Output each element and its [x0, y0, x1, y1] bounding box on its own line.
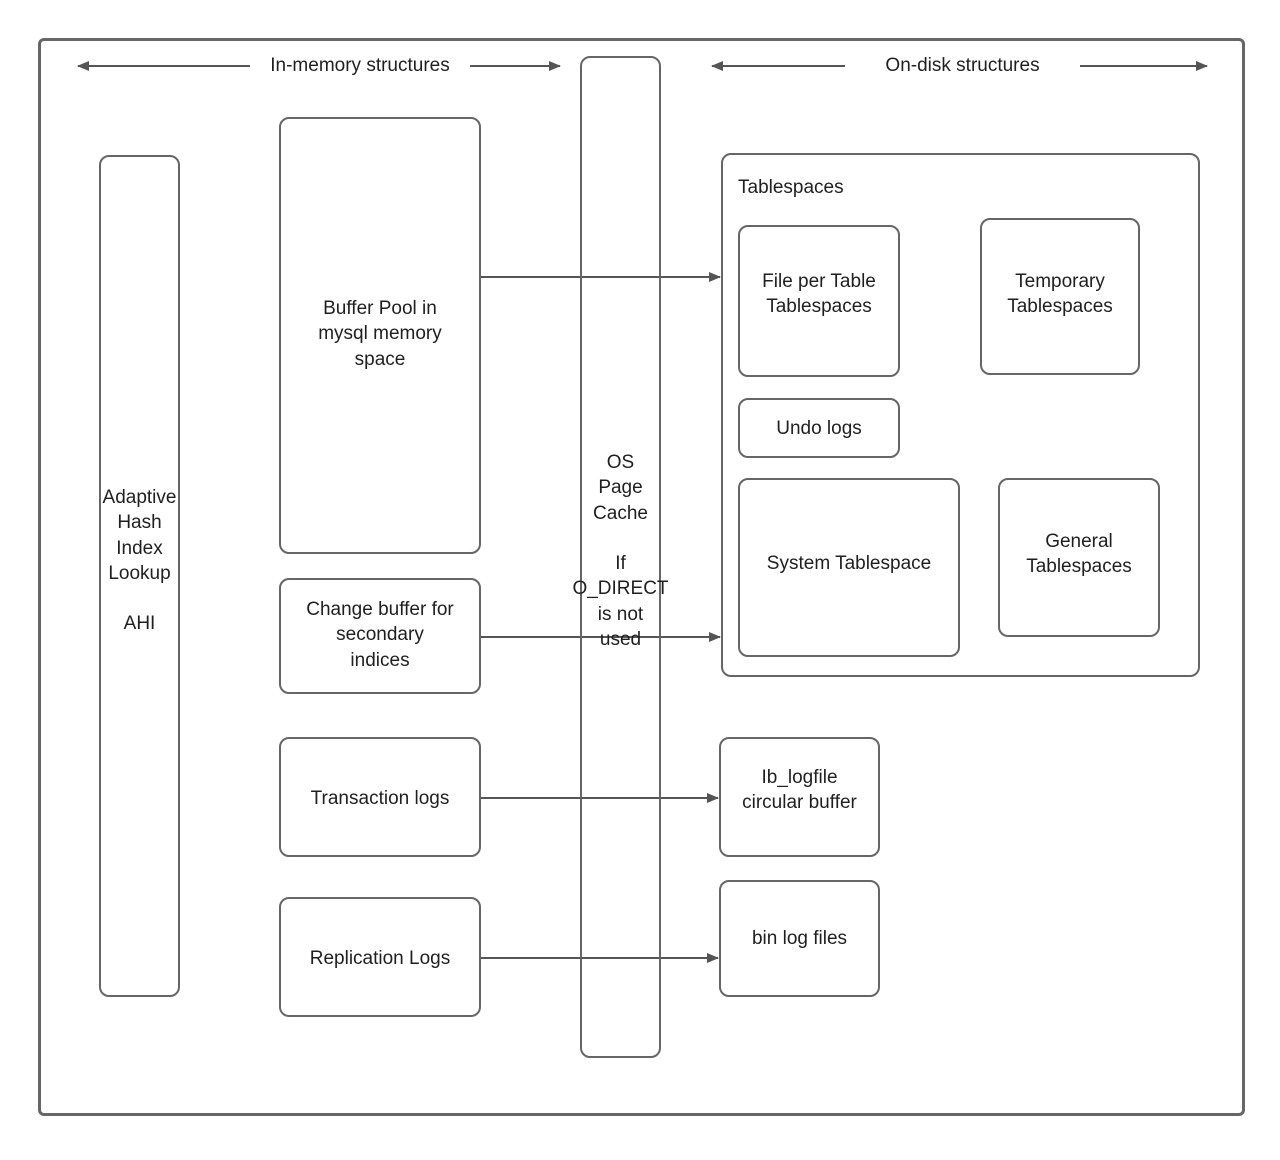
general-tablespaces-box[interactable]	[998, 478, 1160, 637]
outer-frame	[38, 38, 1245, 1116]
os-page-cache-box[interactable]	[580, 56, 661, 1058]
band-label-in-memory: In-memory structures	[270, 55, 450, 76]
ahi-box[interactable]	[99, 155, 180, 997]
replication-logs-box[interactable]	[279, 897, 481, 1017]
change-buffer-box[interactable]	[279, 578, 481, 694]
system-tablespace-box[interactable]	[738, 478, 960, 657]
undo-logs-box[interactable]	[738, 398, 900, 458]
ib-logfile-box[interactable]	[719, 737, 880, 857]
temporary-tablespaces-box[interactable]	[980, 218, 1140, 375]
bin-log-files-box[interactable]	[719, 880, 880, 997]
tablespaces-group-box[interactable]	[721, 153, 1200, 677]
buffer-pool-box[interactable]	[279, 117, 481, 554]
file-per-table-tablespaces-box[interactable]	[738, 225, 900, 377]
band-label-on-disk: On-disk structures	[885, 55, 1040, 76]
transaction-logs-box[interactable]	[279, 737, 481, 857]
